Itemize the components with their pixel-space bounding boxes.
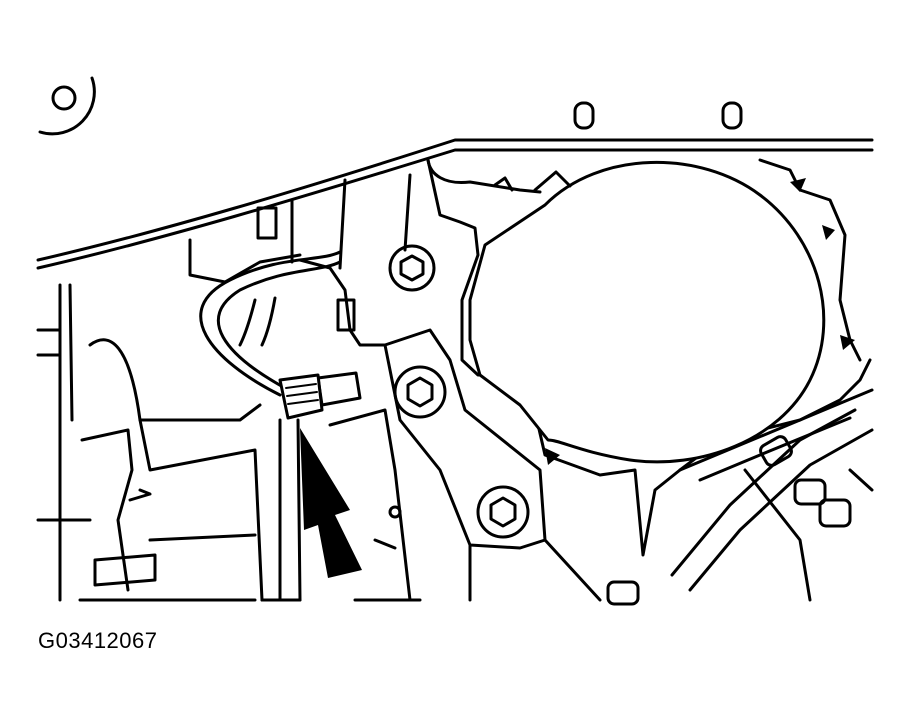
indicator-arrow-icon xyxy=(300,428,362,578)
ribbed-casting xyxy=(670,388,874,602)
bolt-lower xyxy=(476,485,530,539)
mounting-bracket xyxy=(383,328,640,606)
left-housing xyxy=(36,173,422,602)
rotation-symbol-icon xyxy=(38,76,96,136)
engine-component-illustration xyxy=(36,76,874,606)
cover-edge xyxy=(36,138,874,270)
sensor-connector xyxy=(278,371,362,420)
wiring-harness xyxy=(199,250,342,397)
bolt-upper xyxy=(388,244,436,292)
figure-code: G03412067 xyxy=(38,628,158,653)
housing xyxy=(426,158,872,557)
top-bosses xyxy=(573,101,743,130)
bolt-middle xyxy=(393,365,447,419)
